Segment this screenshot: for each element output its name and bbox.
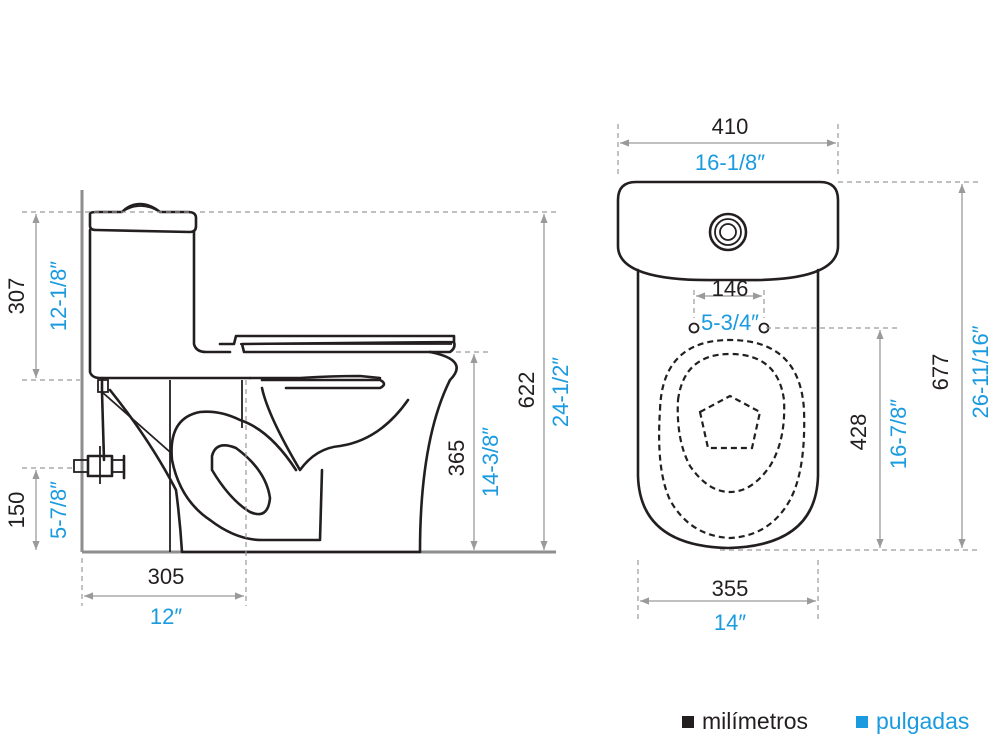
- label-bolt-spacing-in: 5-3/4″: [701, 310, 759, 335]
- bowl-opening-outer: [658, 338, 806, 540]
- label-supply-height-mm: 150: [4, 492, 29, 529]
- legend-metric: milímetros: [682, 708, 808, 735]
- bowl-opening-inner: [676, 352, 786, 494]
- legend-metric-swatch: [682, 716, 694, 728]
- tank-top: [616, 180, 840, 282]
- bolt-left-icon: [688, 322, 700, 334]
- label-bowl-length-mm: 428: [846, 414, 871, 451]
- bowl-top: [636, 268, 820, 550]
- side-view: 307 12-1/8″ 150 5-7/8″ 305 12″ 365 14-3/…: [4, 190, 573, 629]
- label-rough-in-mm: 305: [148, 564, 185, 589]
- legend-imperial-label: pulgadas: [876, 708, 970, 734]
- legend-imperial-swatch: [856, 716, 868, 728]
- top-view: 410 16-1/8″ 146 5-3/4″ 428 16-7/8″ 677 2…: [616, 114, 993, 635]
- label-bowl-width-in: 14″: [714, 610, 746, 635]
- label-total-height-in: 24-1/2″: [548, 357, 573, 427]
- angle-valve: [73, 446, 126, 484]
- flush-button-top: [708, 212, 748, 252]
- label-tank-height-mm: 307: [4, 278, 29, 315]
- drain-outline: [698, 394, 762, 450]
- supply-nut: [97, 379, 109, 393]
- flush-button: [121, 205, 161, 213]
- label-total-depth-mm: 677: [928, 354, 953, 391]
- seat: [218, 334, 456, 354]
- trap-inner: [210, 444, 272, 516]
- label-bolt-spacing-mm: 146: [712, 276, 749, 301]
- tank-lid: [88, 202, 198, 234]
- label-rough-in-in: 12″: [150, 604, 182, 629]
- label-bowl-length-in: 16-7/8″: [886, 399, 911, 469]
- label-seat-height-mm: 365: [444, 440, 469, 477]
- label-tank-height-in: 12-1/8″: [46, 261, 71, 331]
- label-supply-height-in: 5-7/8″: [46, 481, 71, 539]
- label-width-in: 16-1/8″: [695, 150, 765, 175]
- label-width-mm: 410: [712, 114, 749, 139]
- label-seat-height-in: 14-3/8″: [478, 427, 503, 497]
- trapway: [170, 386, 410, 542]
- legend-metric-label: milímetros: [702, 708, 809, 734]
- supply-pipe: [100, 376, 106, 462]
- bowl-body: [108, 350, 458, 554]
- tank-body: [88, 228, 252, 380]
- rim-groove: [260, 378, 386, 390]
- supply-hose: [101, 391, 171, 453]
- legend-imperial: pulgadas: [856, 708, 969, 735]
- label-total-height-mm: 622: [514, 372, 539, 409]
- label-total-depth-in: 26-11/16″: [968, 325, 993, 418]
- label-bowl-width-mm: 355: [712, 576, 749, 601]
